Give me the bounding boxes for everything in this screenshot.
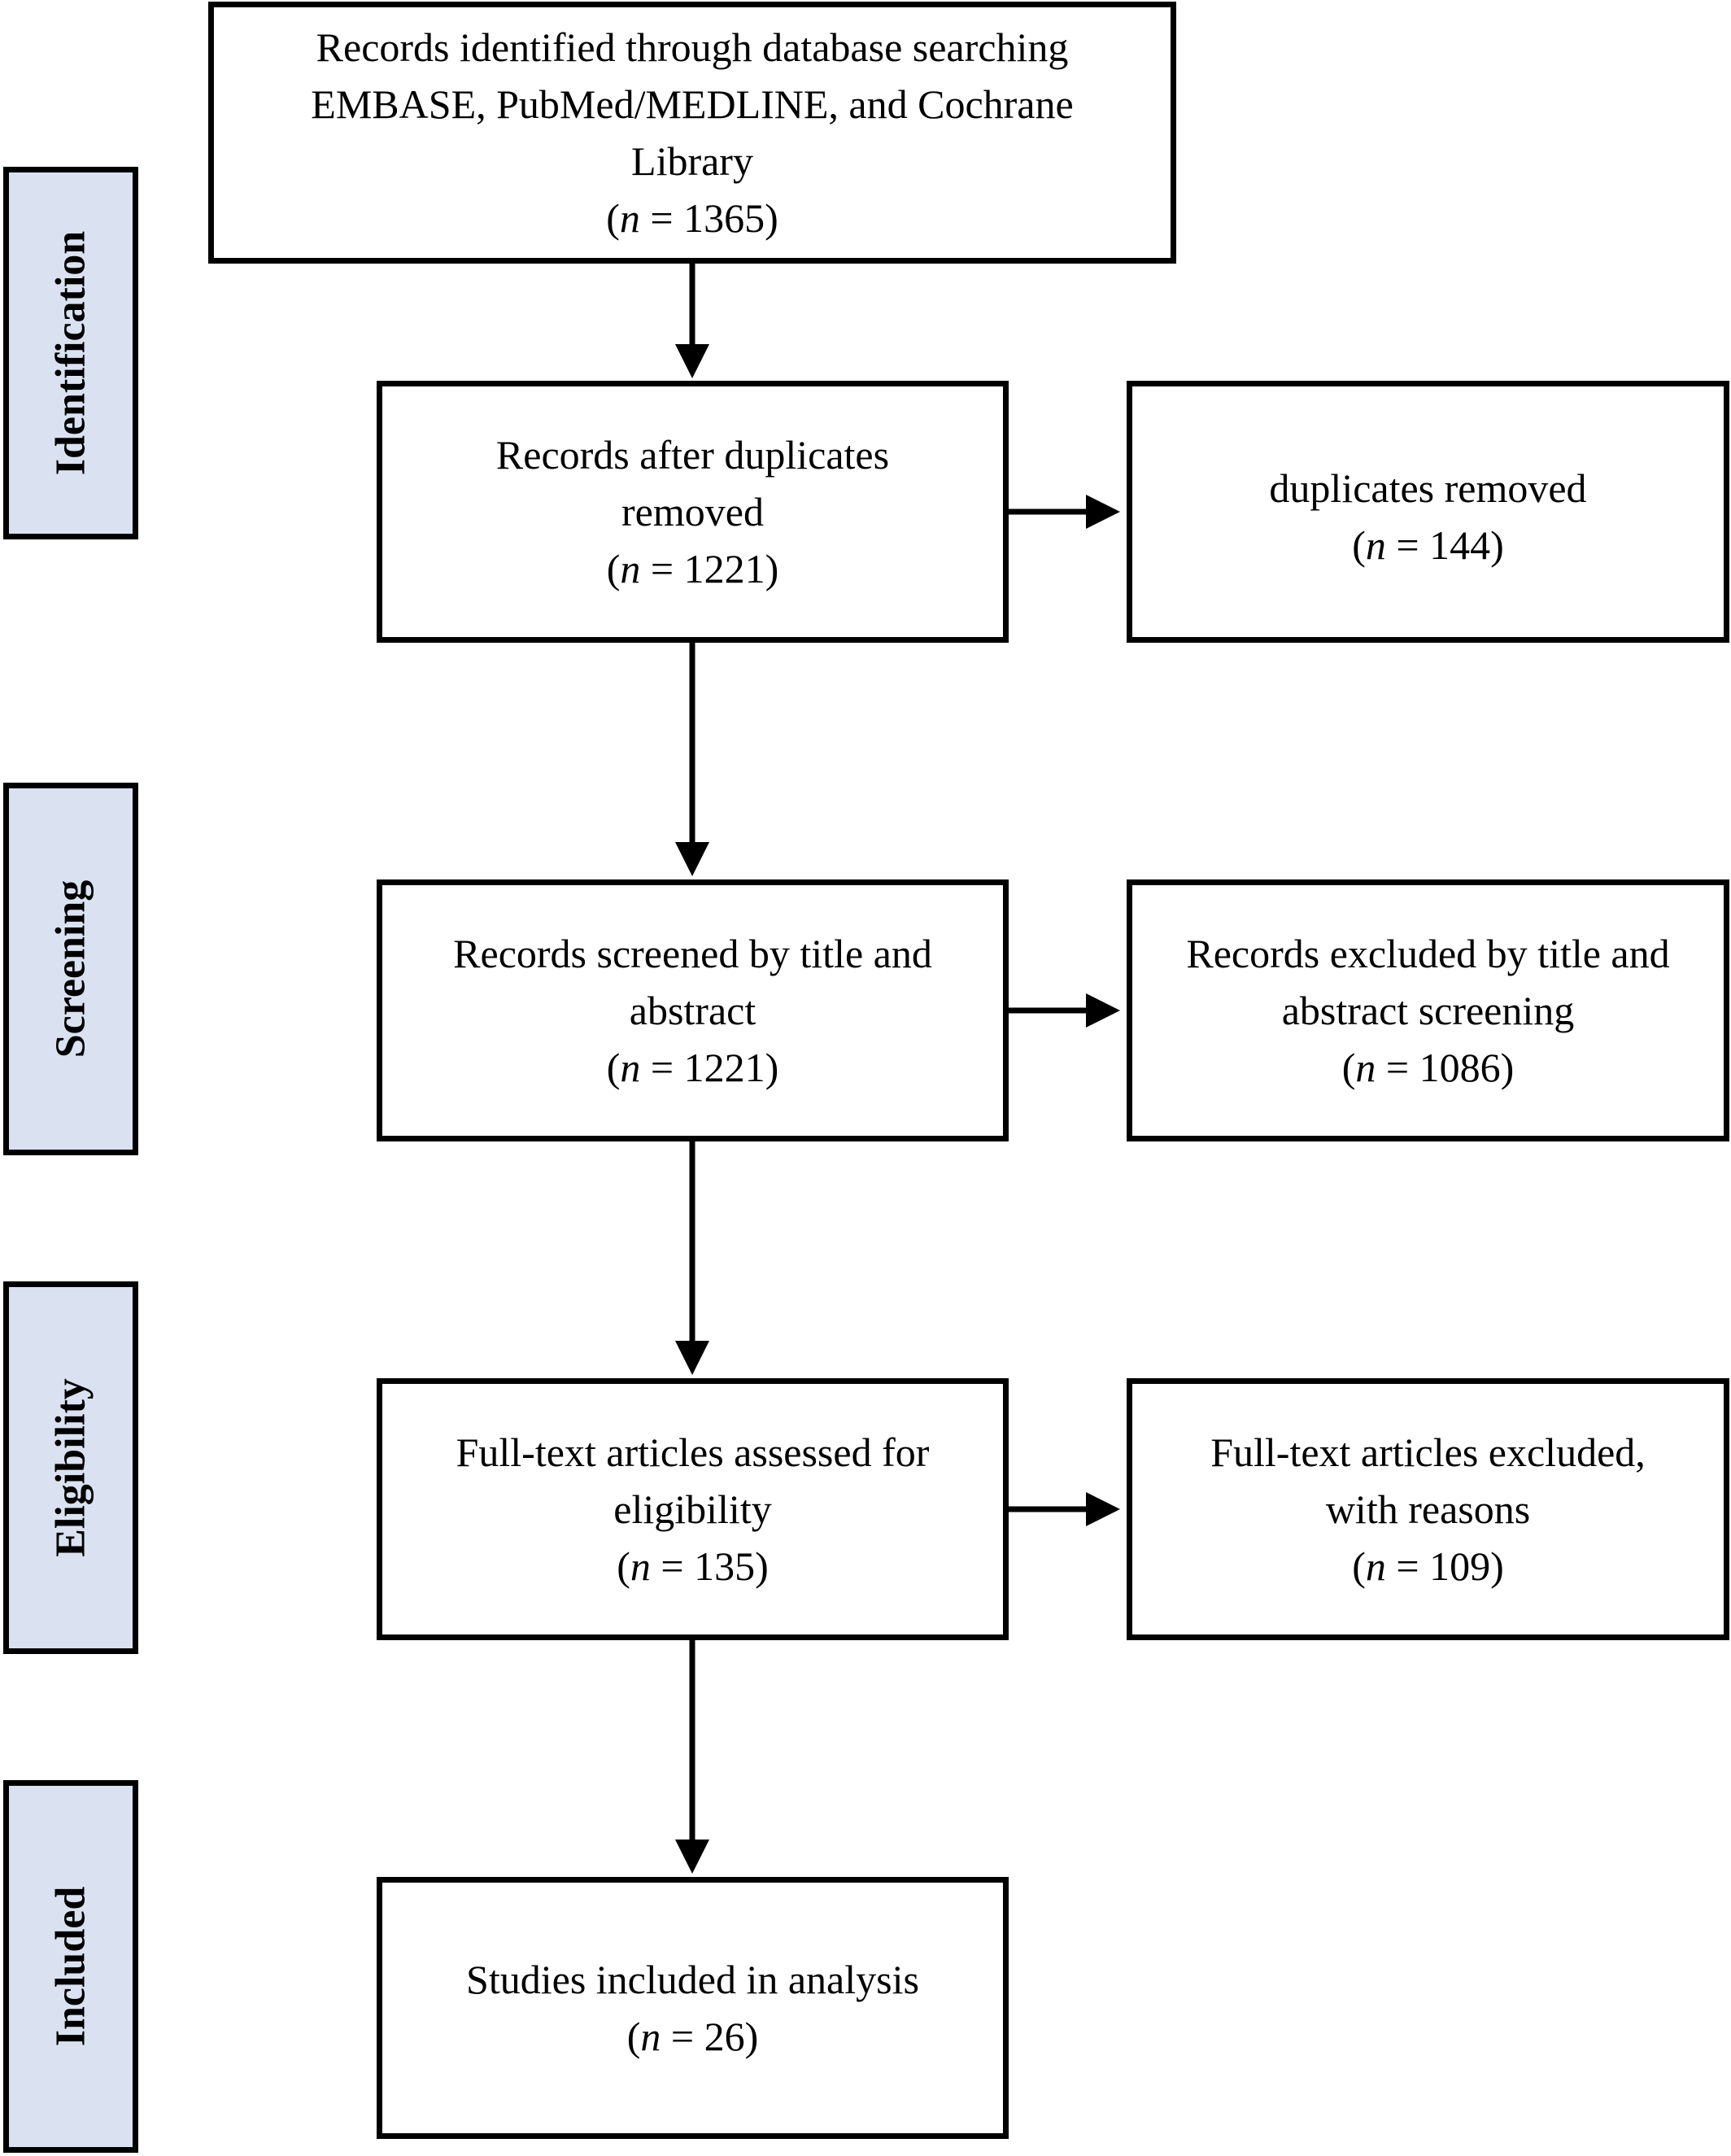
phase-included: Included [3, 1780, 138, 2153]
phase-identification: Identification [3, 167, 138, 539]
box-after-duplicates: Records after duplicates removed (n = 12… [377, 381, 1009, 643]
box-fulltext-excluded-line-1: Full-text articles excluded, [1210, 1429, 1646, 1475]
box-fulltext-excluded-count: (n = 109) [1352, 1543, 1504, 1589]
box-fulltext-excluded: Full-text articles excluded, with reason… [1127, 1378, 1729, 1640]
box-records-excluded-line-2: abstract screening [1281, 988, 1575, 1033]
box-duplicates-removed-count: (n = 144) [1352, 522, 1504, 568]
box-records-identified-count: (n = 1365) [606, 195, 778, 241]
box-records-identified-line-1: Records identified through database sear… [316, 24, 1069, 70]
box-records-excluded-count: (n = 1086) [1341, 1045, 1515, 1090]
box-studies-included-line-1: Studies included in analysis [466, 1957, 919, 2002]
box-records-identified-line-3: Library [631, 138, 753, 184]
box-records-screened-line-1: Records screened by title and [453, 931, 932, 976]
box-records-screened: Records screened by title and abstract (… [377, 879, 1009, 1141]
box-records-screened-line-2: abstract [629, 988, 756, 1033]
box-studies-included-count: (n = 26) [626, 2014, 759, 2059]
box-records-screened-count: (n = 1221) [606, 1045, 779, 1090]
box-records-identified-line-2: EMBASE, PubMed/MEDLINE, and Cochrane [311, 81, 1074, 127]
phase-screening: Screening [3, 783, 138, 1155]
phase-eligibility: Eligibility [3, 1281, 138, 1654]
box-records-excluded-line-1: Records excluded by title and [1186, 931, 1670, 976]
box-studies-included: Studies included in analysis (n = 26) [377, 1877, 1009, 2139]
box-fulltext-assessed-count: (n = 135) [617, 1543, 769, 1589]
box-fulltext-assessed-line-1: Full-text articles assessed for [456, 1429, 930, 1475]
box-after-duplicates-line-2: removed [621, 489, 764, 535]
box-after-duplicates-line-1: Records after duplicates [495, 432, 890, 478]
box-duplicates-removed: duplicates removed (n = 144) [1127, 381, 1729, 643]
box-fulltext-excluded-line-2: with reasons [1325, 1486, 1531, 1532]
box-records-identified: Records identified through database sear… [208, 2, 1176, 264]
box-fulltext-assessed-line-2: eligibility [613, 1486, 772, 1532]
box-fulltext-assessed: Full-text articles assessed for eligibil… [377, 1378, 1009, 1640]
box-duplicates-removed-line-1: duplicates removed [1269, 465, 1587, 511]
box-after-duplicates-count: (n = 1221) [606, 546, 779, 591]
box-records-excluded-screening: Records excluded by title and abstract s… [1127, 879, 1729, 1141]
